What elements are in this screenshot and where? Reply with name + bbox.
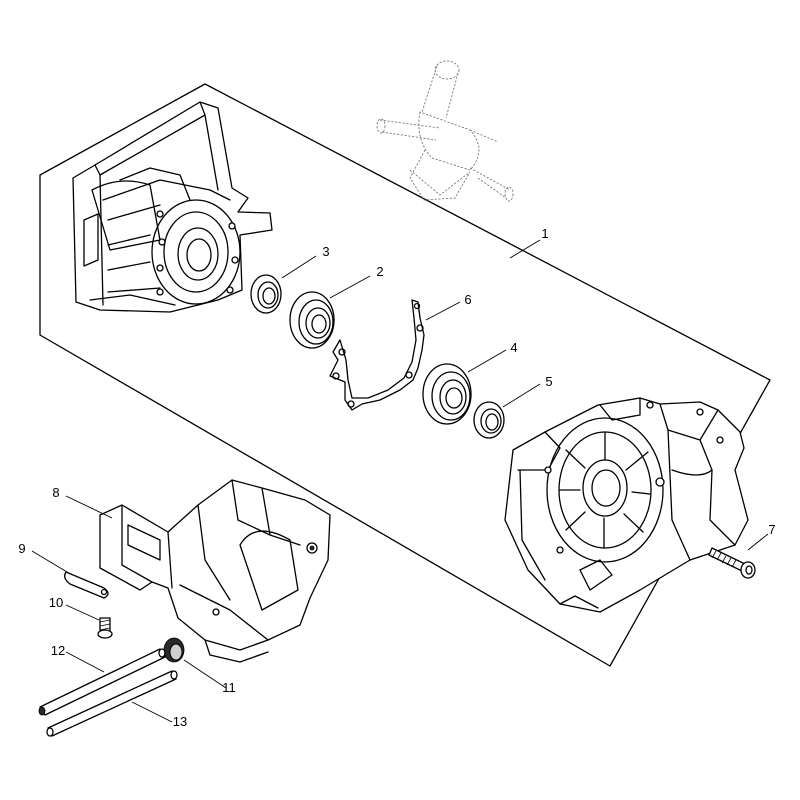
callout-8: 8 [52,485,59,500]
crankcase-cover [99,479,331,663]
leader-10 [65,604,100,621]
callout-9: 9 [18,541,25,556]
callout-3: 3 [322,244,329,259]
leader-7 [747,533,769,551]
callout-labels: 1 2 3 4 5 6 7 8 9 10 11 12 13 [18,226,775,729]
crankcase-right-half [504,397,749,613]
callout-13: 13 [173,714,187,729]
crankcase-left-half [72,101,273,313]
leader-2 [329,275,371,299]
leader-12 [65,651,105,673]
callout-10: 10 [49,595,63,610]
leader-3 [281,255,317,279]
leader-8 [65,495,113,519]
leader-lines [31,239,769,723]
leader-5 [502,383,541,408]
leader-13 [131,701,173,723]
gasket [329,299,425,411]
callout-4: 4 [510,340,517,355]
callout-6: 6 [464,292,471,307]
screw [708,547,756,579]
leader-4 [467,349,507,373]
oil-seal-right [473,401,505,439]
leader-1 [509,239,541,259]
plate [64,571,109,599]
callout-1: 1 [541,226,548,241]
callout-5: 5 [545,374,552,389]
grommet [163,637,185,663]
tube-lower [46,670,178,737]
leader-9 [31,550,73,576]
small-screw [97,617,113,639]
callout-2: 2 [376,264,383,279]
ball-bearing-left [289,291,335,349]
crankshaft-reference [376,60,514,202]
callout-12: 12 [51,643,65,658]
tube-upper [38,648,166,716]
callout-7: 7 [768,522,775,537]
leader-11 [183,659,227,689]
ball-bearing-right [422,363,472,425]
leader-6 [425,301,461,321]
oil-seal-left [250,274,282,314]
callout-11: 11 [222,680,236,695]
